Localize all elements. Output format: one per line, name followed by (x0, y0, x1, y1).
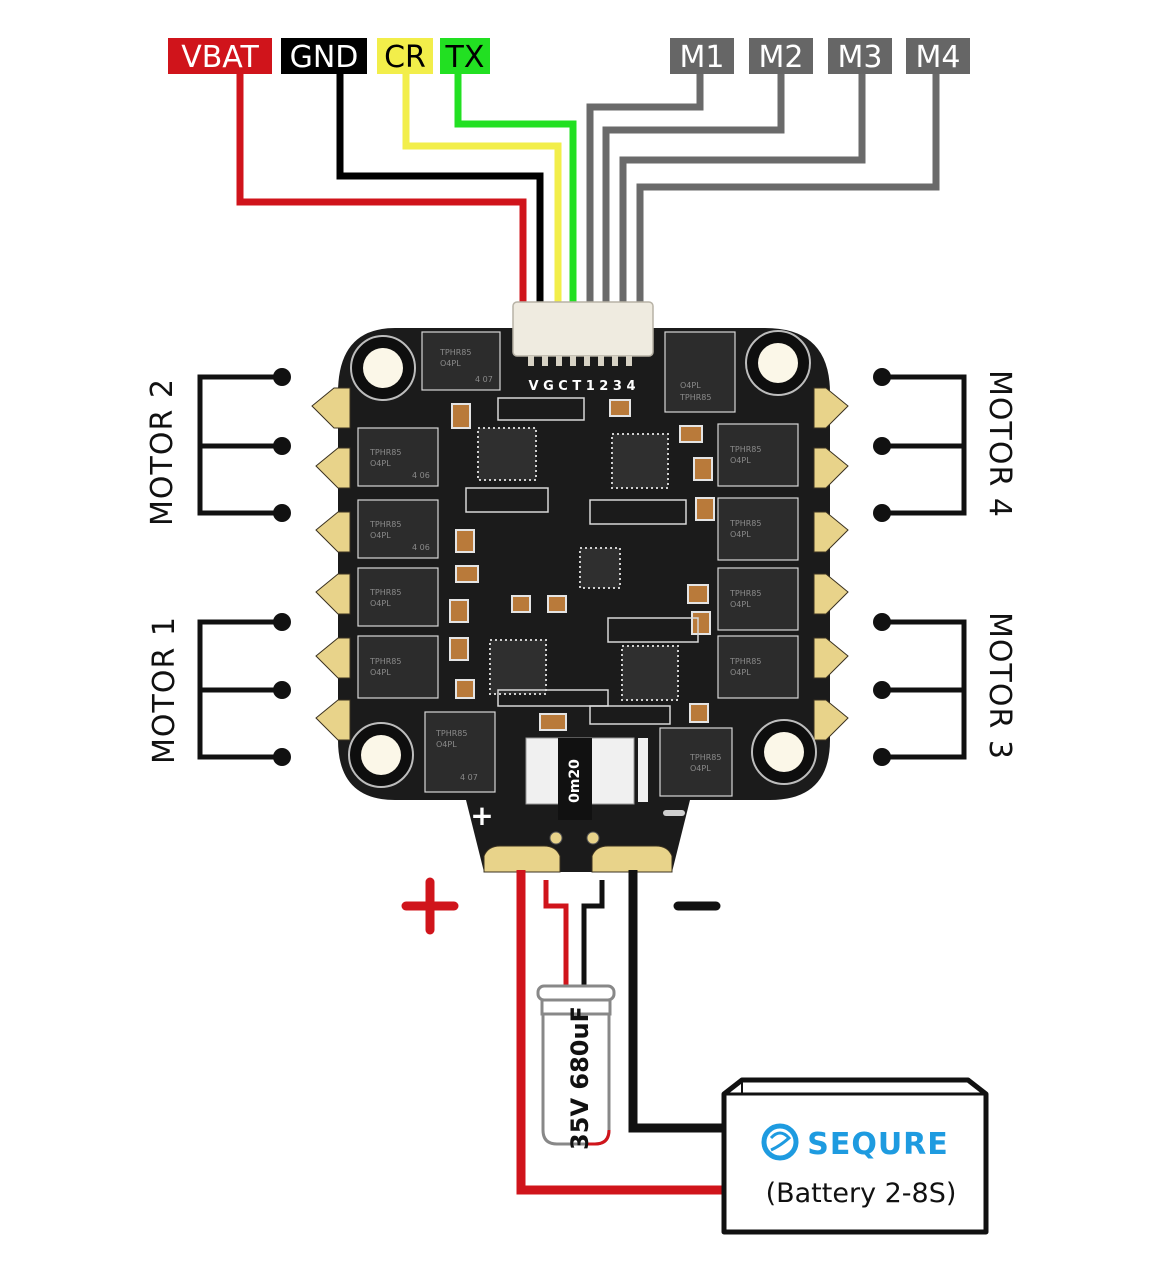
svg-text:O4PL: O4PL (680, 381, 701, 390)
pin-label-text: VBAT (181, 40, 259, 75)
battery-label: (Battery 2-8S) (766, 1178, 957, 1209)
svg-text:O4PL: O4PL (370, 531, 391, 540)
svg-text:TPHR85: TPHR85 (369, 520, 401, 529)
motor3-label: MOTOR 3 (982, 612, 1017, 760)
board-plus-silk: + (470, 799, 493, 832)
esc-board: V G C T 1 2 3 4 TPHR85 O4PL 4 07 TPHR85 … (311, 301, 849, 873)
svg-text:TPHR85: TPHR85 (439, 348, 471, 357)
pin-labels: VBAT GND CR TX M1 M2 M3 M4 (168, 38, 970, 75)
svg-text:O4PL: O4PL (730, 668, 751, 677)
motor4-terminals (873, 368, 891, 522)
power-pads (483, 845, 673, 873)
svg-text:TPHR85: TPHR85 (729, 519, 761, 528)
wire-vbat (236, 74, 527, 302)
svg-text:O4PL: O4PL (370, 668, 391, 677)
pin-label-m3: M3 (828, 38, 892, 75)
mosfets (357, 331, 799, 797)
svg-text:TPHR85: TPHR85 (729, 657, 761, 666)
motor2-label: MOTOR 2 (145, 378, 180, 526)
capacitor: 35V 680uF (536, 984, 616, 1150)
power-leads (516, 870, 730, 1195)
svg-text:O4PL: O4PL (730, 456, 751, 465)
motor3-bracket (882, 619, 967, 760)
svg-text:O4PL: O4PL (690, 764, 711, 773)
battery: SEQURE (Battery 2-8S) (721, 1077, 989, 1235)
pin-label-text: M1 (680, 40, 725, 75)
motor1-terminals (273, 613, 291, 766)
pin-label-text: GND (290, 40, 359, 75)
svg-text:TPHR85: TPHR85 (369, 588, 401, 597)
motor1-label: MOTOR 1 (147, 616, 182, 764)
pin-label-m4: M4 (906, 38, 970, 75)
svg-text:4 06: 4 06 (412, 471, 430, 480)
motor-pads-left (311, 387, 351, 741)
svg-text:4 07: 4 07 (475, 375, 493, 384)
svg-text:O4PL: O4PL (730, 600, 751, 609)
driver-chips (477, 427, 679, 701)
board-minus-silk (663, 810, 685, 816)
motor3-terminals (873, 613, 891, 766)
cap-negative-lead (581, 880, 605, 986)
main-positive-wire (516, 870, 730, 1195)
wire-m2 (602, 74, 785, 302)
svg-text:O4PL: O4PL (730, 530, 751, 539)
motor4-label: MOTOR 4 (982, 370, 1017, 518)
svg-text:TPHR85: TPHR85 (689, 753, 721, 762)
motor2-bracket (197, 374, 282, 516)
mounting-holes (348, 330, 817, 788)
pin-label-text: CR (384, 40, 426, 75)
shunt-resistor: 0m20 (525, 737, 648, 820)
pin-label-text: M2 (759, 40, 804, 75)
pin-label-gnd: GND (281, 38, 367, 75)
pin-label-text: TX (445, 40, 485, 75)
svg-text:TPHR85: TPHR85 (369, 657, 401, 666)
svg-text:O4PL: O4PL (370, 459, 391, 468)
capacitor-label: 35V 680uF (566, 1006, 594, 1150)
svg-text:O4PL: O4PL (436, 740, 457, 749)
signal-wires (236, 74, 940, 302)
shunt-marking: 0m20 (567, 759, 583, 803)
wire-m1 (586, 74, 704, 302)
pin-label-vbat: VBAT (168, 38, 272, 75)
pin-label-m2: M2 (749, 38, 813, 75)
passive-components (449, 399, 715, 731)
svg-text:O4PL: O4PL (370, 599, 391, 608)
pin-label-cr: CR (377, 38, 433, 75)
positive-symbol (401, 877, 459, 935)
svg-text:TPHR85: TPHR85 (729, 589, 761, 598)
motor2-terminals (273, 368, 291, 522)
connector-silkscreen: V G C T 1 2 3 4 (528, 379, 635, 394)
motor-pads-right (813, 387, 849, 741)
svg-text:TPHR85: TPHR85 (435, 729, 467, 738)
pin-label-text: M4 (916, 40, 961, 75)
main-negative-wire (628, 870, 726, 1133)
svg-text:TPHR85: TPHR85 (679, 393, 711, 402)
pin-label-text: M3 (838, 40, 883, 75)
pin-label-m1: M1 (670, 38, 734, 75)
motor4-bracket (882, 374, 967, 516)
mosfet-markings: TPHR85 O4PL 4 07 TPHR85 O4PL TPHR85 O4PL… (369, 348, 761, 782)
svg-text:4 06: 4 06 (412, 543, 430, 552)
signal-connector: V G C T 1 2 3 4 (512, 301, 654, 394)
svg-text:O4PL: O4PL (440, 359, 461, 368)
svg-text:TPHR85: TPHR85 (729, 445, 761, 454)
svg-text:4 07: 4 07 (460, 773, 478, 782)
battery-brand: SEQURE (807, 1127, 949, 1162)
resistor-arrays (465, 397, 699, 725)
wire-cr (402, 74, 562, 302)
wire-m4 (636, 74, 940, 302)
motor1-bracket (197, 619, 282, 760)
sequre-logo-icon (761, 1123, 799, 1161)
cap-positive-lead (543, 880, 569, 986)
wire-tx (454, 74, 577, 302)
wire-m3 (619, 74, 866, 302)
svg-text:TPHR85: TPHR85 (369, 448, 401, 457)
pin-label-tx: TX (440, 38, 490, 75)
wire-gnd (336, 74, 544, 302)
